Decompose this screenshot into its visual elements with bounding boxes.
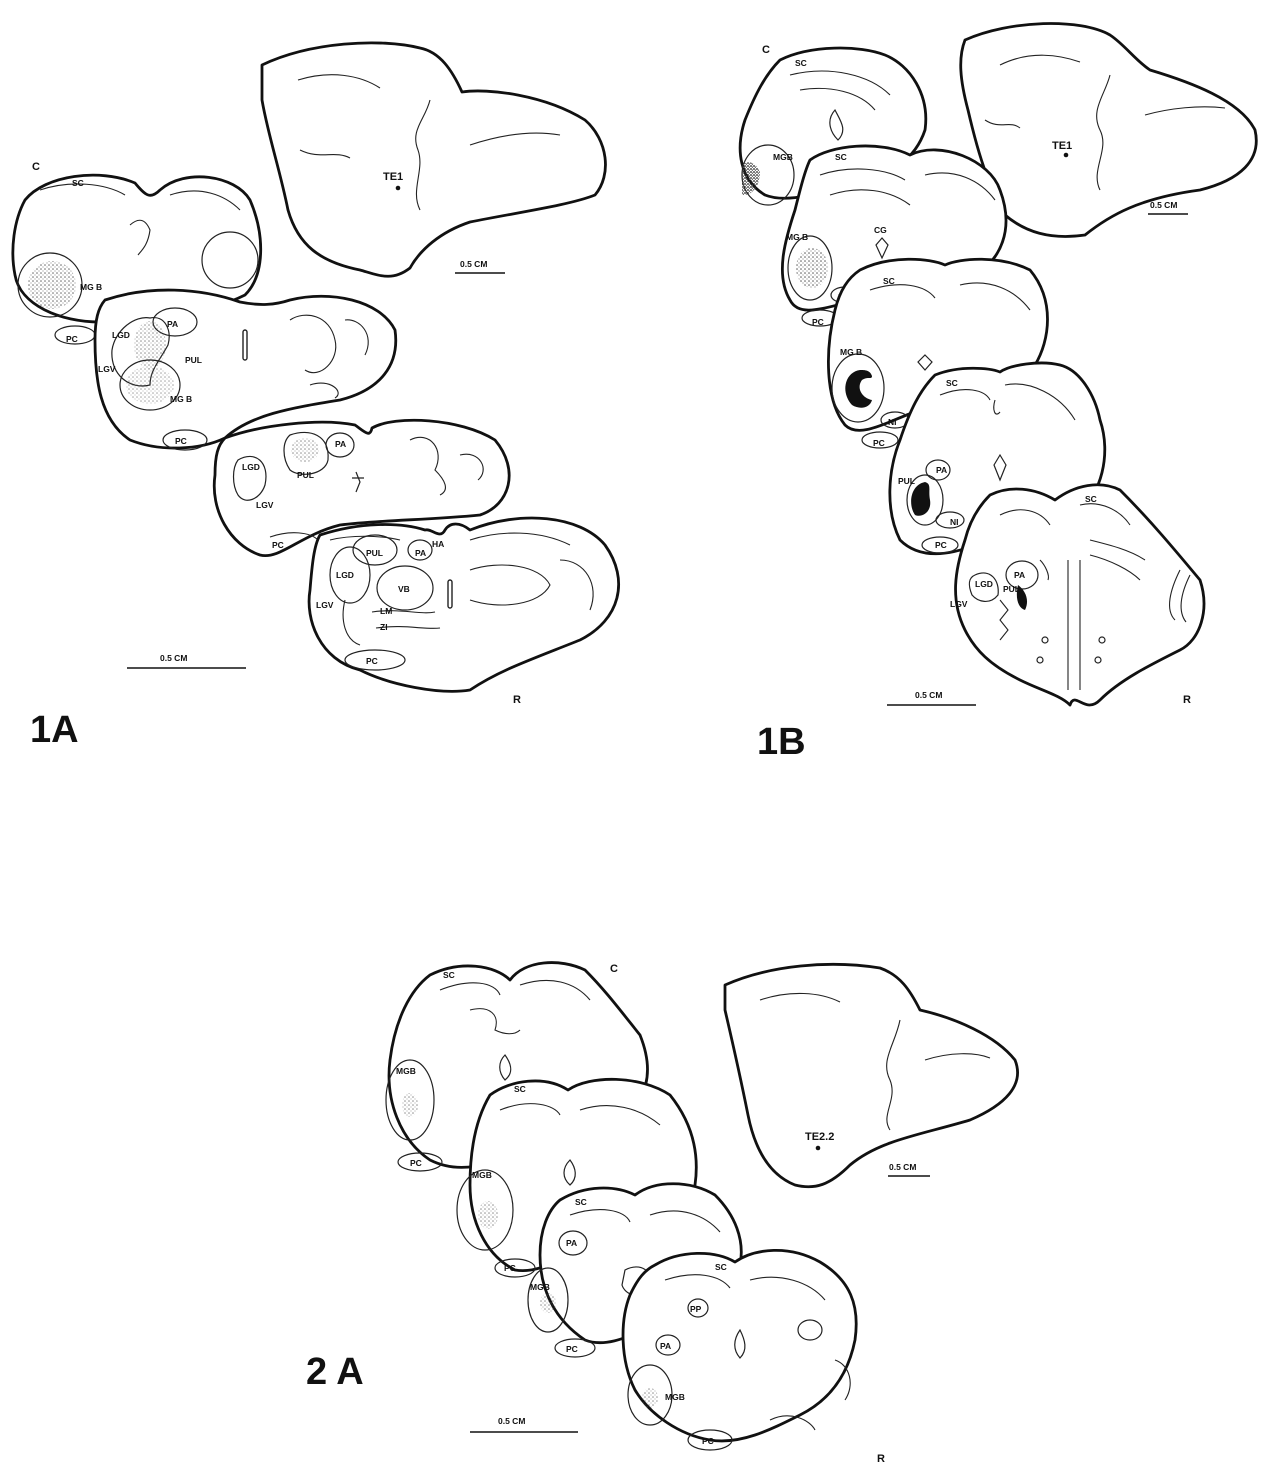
nucleus-lgv-1a-3: LGV (256, 500, 274, 510)
caudal-label-2a: C (610, 963, 618, 975)
section-1a-4 (309, 518, 619, 691)
nucleus-sc-2a-3: SC (575, 1197, 587, 1207)
nucleus-lgv-1a-4: LGV (316, 600, 334, 610)
cortex-site-2a: TE2.2 (805, 1131, 834, 1143)
nucleus-mgb-1a: MG B (80, 282, 102, 292)
nucleus-pa-1a-2: PA (167, 319, 178, 329)
nucleus-pc-1a: PC (66, 334, 78, 344)
nucleus-pc-1a-3: PC (272, 540, 284, 550)
nucleus-zi-1a-4: ZI (380, 622, 388, 632)
nucleus-sc-1b-4: SC (946, 378, 958, 388)
cortex-outline-1a (262, 43, 605, 276)
panel-2a: TE2.2 0.5 CM C SC MGB PC SC M (306, 963, 1018, 1465)
nucleus-pa-1b-4: PA (936, 465, 947, 475)
nucleus-sc-2a-2: SC (514, 1084, 526, 1094)
nucleus-mgb-2a-2: MGB (472, 1170, 492, 1180)
nucleus-pul-1b-5: PUL (1003, 584, 1020, 594)
nucleus-vb-1a-4: VB (398, 584, 410, 594)
panel-1b: TE1 0.5 CM C SC MGB SC CG MG (740, 24, 1256, 763)
nucleus-lgv-1a-2: LGV (98, 364, 116, 374)
section-scale-label-2a: 0.5 CM (498, 1416, 525, 1426)
nucleus-pa-1b-5: PA (1014, 570, 1025, 580)
nucleus-ni-1b-3: NI (888, 417, 897, 427)
nucleus-pa-2a-3: PA (566, 1238, 577, 1248)
nucleus-pc-1a-2: PC (175, 436, 187, 446)
caudal-label-1b: C (762, 44, 770, 56)
nucleus-ha-1a-4: HA (432, 539, 444, 549)
rostral-label-2a: R (877, 1453, 885, 1465)
nucleus-mgb-2a-4: MGB (665, 1392, 685, 1402)
nucleus-pa-1a-4: PA (415, 548, 426, 558)
nucleus-pc-2a-1: PC (410, 1158, 422, 1168)
nucleus-sc-1b-5: SC (1085, 494, 1097, 504)
nucleus-pc-2a-4: PC (702, 1436, 714, 1446)
nucleus-lgd-1a-4: LGD (336, 570, 354, 580)
cortex-scale-label-2a: 0.5 CM (889, 1162, 916, 1172)
rostral-label-1a: R (513, 694, 521, 706)
nucleus-lgd-1a-3: LGD (242, 462, 260, 472)
nucleus-pa-1a-3: PA (335, 439, 346, 449)
nucleus-pc-1b-2: PC (812, 317, 824, 327)
nucleus-lgv-1b-5: LGV (950, 599, 968, 609)
nucleus-pul-1a-2: PUL (185, 355, 202, 365)
nucleus-sc-1b-2: SC (835, 152, 847, 162)
section-scale-label-1b: 0.5 CM (915, 690, 942, 700)
panel-1a: TE1 0.5 CM C SC MG B PC (13, 43, 619, 751)
nucleus-sc-1a: SC (72, 178, 84, 188)
section-1b-5 (956, 485, 1204, 705)
nucleus-mgb-1b-2: MG B (786, 232, 808, 242)
nucleus-pa-2a-4: PA (660, 1341, 671, 1351)
panel-label-1a: 1A (30, 709, 79, 751)
panel-label-2a: 2 A (306, 1351, 364, 1393)
panel-label-1b: 1B (757, 721, 806, 763)
nucleus-mgb-2a-3: MGB (530, 1282, 550, 1292)
caudal-label-1a: C (32, 161, 40, 173)
rostral-label-1b: R (1183, 694, 1191, 706)
nucleus-mgb-2a-1: MGB (396, 1066, 416, 1076)
nucleus-sc-2a-4: SC (715, 1262, 727, 1272)
nucleus-pc-1b-4: PC (935, 540, 947, 550)
nucleus-lm-1a-4: LM (380, 606, 392, 616)
nucleus-mgb-1b-3: MG B (840, 347, 862, 357)
nucleus-sc-1b-3: SC (883, 276, 895, 286)
nucleus-pul-1b-4: PUL (898, 476, 915, 486)
nucleus-pc-1b-3: PC (873, 438, 885, 448)
nucleus-cg-1b-2: CG (874, 225, 887, 235)
nucleus-lgd-1b-5: LGD (975, 579, 993, 589)
nucleus-pul-1a-3: PUL (297, 470, 314, 480)
nucleus-lgd-1a-2: LGD (112, 330, 130, 340)
nucleus-pc-2a-3: PC (566, 1344, 578, 1354)
nucleus-pc-1a-4: PC (366, 656, 378, 666)
section-scale-label-1a: 0.5 CM (160, 653, 187, 663)
nucleus-ni-1b-4: NI (950, 517, 959, 527)
nucleus-pp-2a-4: PP (690, 1304, 702, 1314)
cortex-site-1a: TE1 (383, 171, 403, 183)
nucleus-sc-2a-1: SC (443, 970, 455, 980)
nucleus-sc-1b-1: SC (795, 58, 807, 68)
nucleus-pul-1a-4: PUL (366, 548, 383, 558)
cortex-site-1b: TE1 (1052, 140, 1072, 152)
nucleus-mgb-1a-2: MG B (170, 394, 192, 404)
cortex-outline-2a (725, 964, 1018, 1186)
section-2a-4 (623, 1250, 856, 1450)
cortex-scale-label-1a: 0.5 CM (460, 259, 487, 269)
nucleus-pc-2a-2: PC (504, 1263, 516, 1273)
nucleus-mgb-1b-1: MGB (773, 152, 793, 162)
cortex-scale-label-1b: 0.5 CM (1150, 200, 1177, 210)
